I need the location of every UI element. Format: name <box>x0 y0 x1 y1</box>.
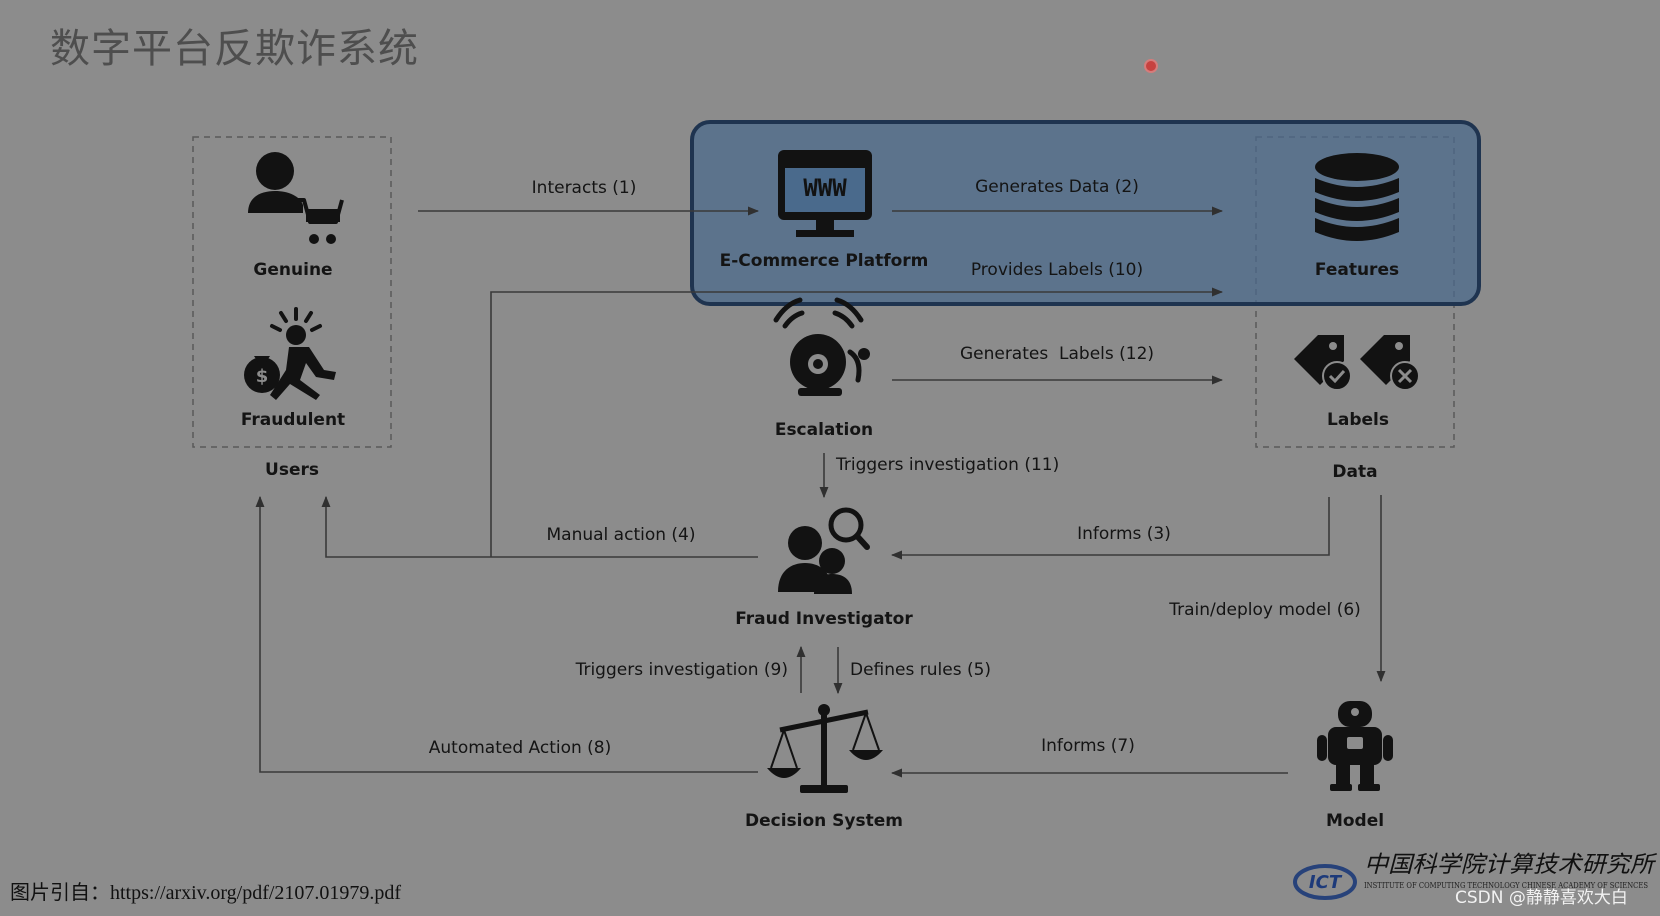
group-label-data: Data <box>1332 462 1377 482</box>
users-group-box <box>192 136 392 448</box>
node-label-model: Model <box>1326 811 1384 831</box>
institute-logo: ICT 中国科学院计算技术研究所 INSTITUTE OF COMPUTING … <box>1293 852 1657 900</box>
label-informs-3: Informs (3) <box>1077 524 1171 544</box>
robot-icon <box>1317 701 1393 791</box>
label-manual-action: Manual action (4) <box>547 525 696 545</box>
www-text: WWW <box>803 174 847 202</box>
institute-name-en: INSTITUTE OF COMPUTING TECHNOLOGY CHINES… <box>1364 881 1648 890</box>
www-monitor-icon: WWW <box>778 150 872 237</box>
node-label-features: Features <box>1315 260 1399 280</box>
shopper-cart-icon <box>248 152 344 244</box>
label-interacts: Interacts (1) <box>532 178 637 198</box>
price-tags-icon <box>1294 335 1420 391</box>
label-generates-data: Generates Data (2) <box>975 177 1139 197</box>
label-generates-labels: Generates Labels (12) <box>960 344 1154 364</box>
label-triggers-11: Triggers investigation (11) <box>835 455 1059 475</box>
label-provides-labels: Provides Labels (10) <box>971 260 1143 280</box>
ict-logo-mark: ICT <box>1309 872 1343 893</box>
group-label-users: Users <box>265 460 319 480</box>
alarm-bell-icon <box>773 297 870 396</box>
balance-scale-icon <box>767 704 883 793</box>
csdn-watermark: CSDN @静静喜欢大白 <box>1455 888 1628 908</box>
edge-informs-3 <box>890 497 1330 560</box>
node-label-investigator: Fraud Investigator <box>735 609 913 629</box>
pointer-dot <box>1144 59 1158 73</box>
edge-provides-labels <box>490 287 1224 557</box>
svg-text:$: $ <box>256 366 269 387</box>
node-label-escalation: Escalation <box>775 420 873 440</box>
edge-manual-action <box>321 495 758 558</box>
node-label-platform: E-Commerce Platform <box>720 251 929 271</box>
node-label-genuine: Genuine <box>253 260 332 280</box>
edge-automated-action <box>255 495 758 773</box>
page-title: 数字平台反欺诈系统 <box>50 26 419 72</box>
investigator-magnifier-icon <box>778 507 870 594</box>
institute-name-cn: 中国科学院计算技术研究所 <box>1364 852 1657 878</box>
node-label-labels: Labels <box>1327 410 1389 430</box>
label-informs-7: Informs (7) <box>1041 736 1135 756</box>
label-defines-rules: Defines rules (5) <box>850 660 991 680</box>
database-icon <box>1315 153 1399 241</box>
node-label-fraudulent: Fraudulent <box>241 410 345 430</box>
thief-money-bag-icon: $ <box>244 307 336 400</box>
label-train-deploy: Train/deploy model (6) <box>1168 600 1361 620</box>
node-label-decision: Decision System <box>745 811 903 831</box>
source-citation: 图片引自：https://arxiv.org/pdf/2107.01979.pd… <box>10 882 402 904</box>
label-automated-action: Automated Action (8) <box>429 738 612 758</box>
highlight-box <box>690 120 1481 306</box>
label-triggers-9: Triggers investigation (9) <box>575 660 788 680</box>
